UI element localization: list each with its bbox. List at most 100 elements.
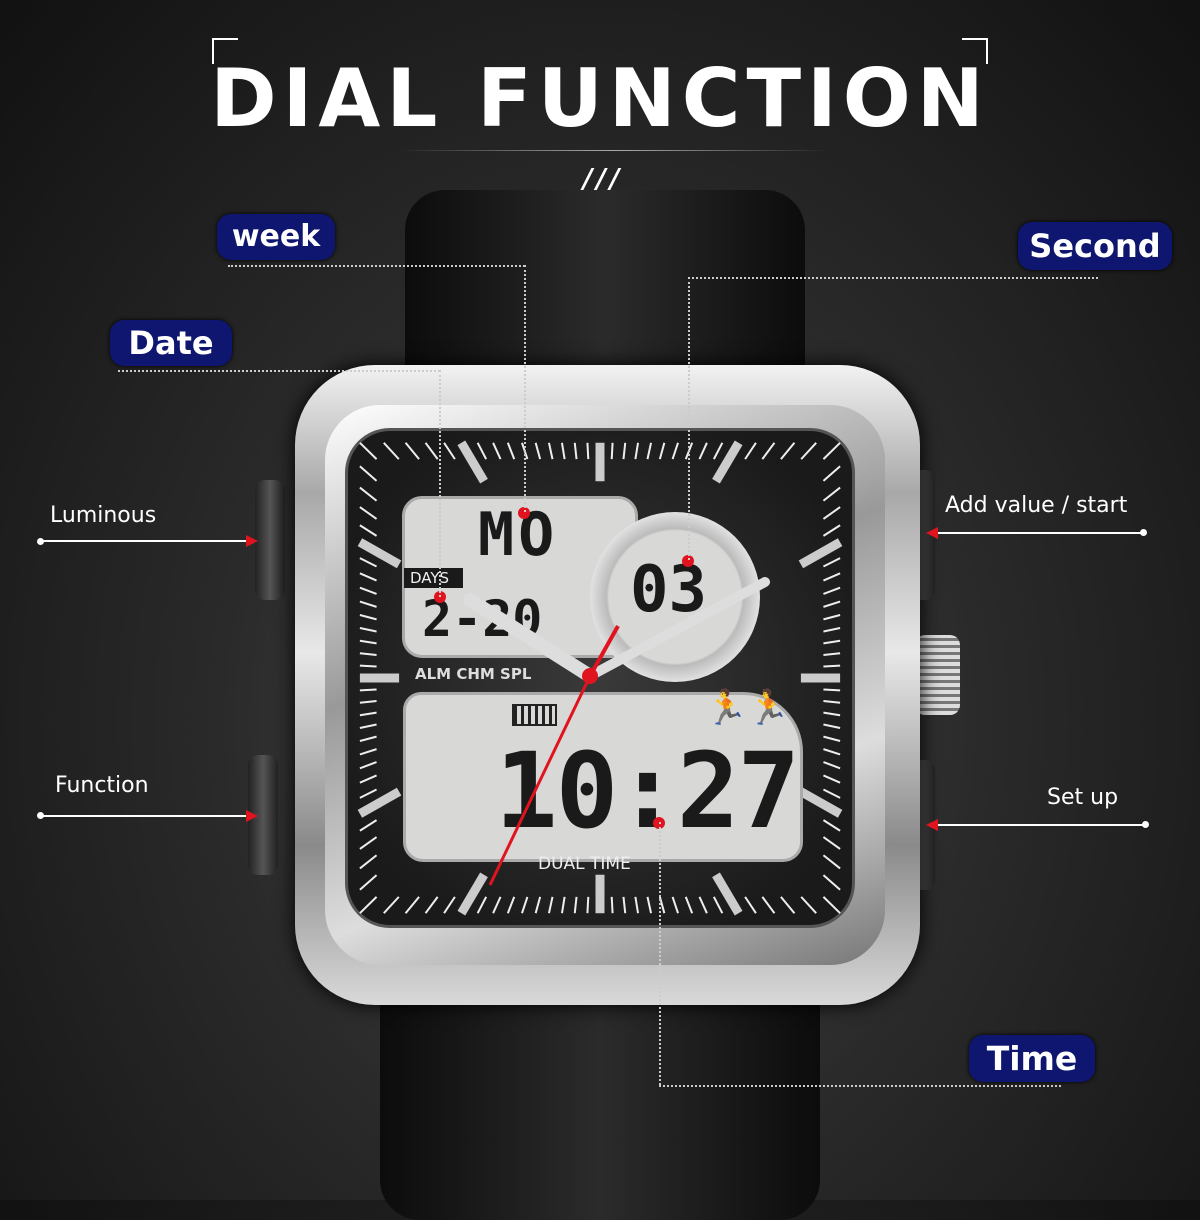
dial-tick <box>359 572 377 582</box>
dial-tick <box>492 896 502 914</box>
set-up-line-end <box>1142 821 1149 828</box>
dial-tick <box>457 440 488 484</box>
dial-tick <box>359 600 377 608</box>
crown[interactable] <box>915 635 960 715</box>
dial-tick <box>823 748 841 756</box>
time-leader <box>659 1085 1061 1087</box>
dial-tick <box>822 819 841 832</box>
dial-tick <box>823 639 841 645</box>
dial-tick <box>658 442 666 460</box>
dial-tick <box>823 614 841 621</box>
add-value-start-callout: Add value / start <box>945 493 1128 518</box>
dial-tick <box>634 896 640 914</box>
dial-tick <box>622 442 627 460</box>
dial-tick <box>359 639 377 645</box>
dial-tick <box>404 442 420 460</box>
dial-tick <box>359 896 378 914</box>
dial-tick <box>560 442 566 460</box>
dial-tick <box>744 442 757 460</box>
dial-tick <box>780 442 796 460</box>
time-leader-vertical <box>659 822 661 1085</box>
dial-tick <box>684 896 694 914</box>
dial-tick <box>586 896 590 914</box>
dial-tick <box>800 896 817 914</box>
second-leader <box>688 277 1098 279</box>
dial-tick <box>610 896 614 914</box>
dial-tick <box>823 627 841 633</box>
dial-tick <box>534 442 542 460</box>
dial-tick <box>359 819 378 832</box>
dial-tick <box>823 600 841 608</box>
luminous-callout: Luminous <box>50 503 157 528</box>
dial-tick <box>671 896 679 914</box>
dial-tick <box>443 442 456 460</box>
dial-tick <box>823 652 841 656</box>
dial-tick <box>560 896 566 914</box>
dial-tick <box>359 627 377 633</box>
dial-tick <box>712 872 743 916</box>
date-callout: Date <box>110 320 232 366</box>
date-leader <box>118 370 440 372</box>
dial-tick <box>359 586 377 595</box>
set-up-arrow-icon <box>926 819 938 831</box>
second-leader-vertical <box>688 277 690 560</box>
dial-tick <box>634 442 640 460</box>
dial-tick <box>622 896 627 914</box>
dial-tick <box>359 652 377 656</box>
dial-tick <box>712 440 743 484</box>
week-display: MO <box>478 500 559 570</box>
divider <box>400 150 830 151</box>
dial-tick <box>547 896 554 914</box>
dial-tick <box>823 700 841 704</box>
dial-tick <box>823 711 841 717</box>
dual-time-label: DUAL TIME <box>538 854 631 874</box>
add-value-line-end <box>1140 529 1147 536</box>
dial-tick <box>383 896 400 914</box>
dial-tick <box>506 896 516 914</box>
dial-tick <box>822 506 841 520</box>
dial-tick <box>359 688 377 692</box>
week-marker <box>518 507 530 519</box>
dial-tick <box>822 486 841 502</box>
dial-tick <box>359 524 378 537</box>
dial-tick <box>383 442 400 460</box>
add-value-arrow-icon <box>926 527 938 539</box>
dial-tick <box>646 896 653 914</box>
dial-tick <box>359 854 378 870</box>
dial-tick <box>521 896 529 914</box>
dial-tick <box>506 442 516 460</box>
dial-tick <box>359 774 377 784</box>
luminous-button[interactable] <box>255 480 285 600</box>
dial-tick <box>359 735 377 742</box>
dial-tick <box>822 836 841 850</box>
dial-tick <box>761 442 776 460</box>
week-leader <box>228 265 525 267</box>
dial-tick <box>359 723 377 729</box>
dial-tick <box>547 442 554 460</box>
dial-tick <box>823 774 841 784</box>
dial-tick <box>359 788 378 799</box>
dial-tick <box>586 442 590 460</box>
dial-tick <box>823 664 841 668</box>
dial-tick <box>798 538 843 569</box>
add-value-line <box>938 532 1143 534</box>
dial-tick <box>798 787 843 818</box>
time-display: 10:27 <box>495 730 800 852</box>
dial-tick <box>761 896 776 914</box>
lower-lcd <box>403 692 803 862</box>
dial-tick <box>712 442 724 460</box>
dial-tick <box>823 735 841 742</box>
dial-tick <box>610 442 614 460</box>
luminous-arrow-icon <box>246 535 258 547</box>
corner-bracket-left <box>212 38 238 64</box>
dial-tick <box>359 836 378 850</box>
date-leader-vertical <box>439 370 441 597</box>
dial-tick <box>359 664 377 668</box>
dial-tick <box>359 700 377 704</box>
dial-tick <box>822 465 841 482</box>
dial-tick <box>744 896 757 914</box>
dial-tick <box>357 787 402 818</box>
dial-tick <box>646 442 653 460</box>
dial-tick <box>476 896 488 914</box>
runner-icon: 🏃🏃 <box>705 688 790 728</box>
